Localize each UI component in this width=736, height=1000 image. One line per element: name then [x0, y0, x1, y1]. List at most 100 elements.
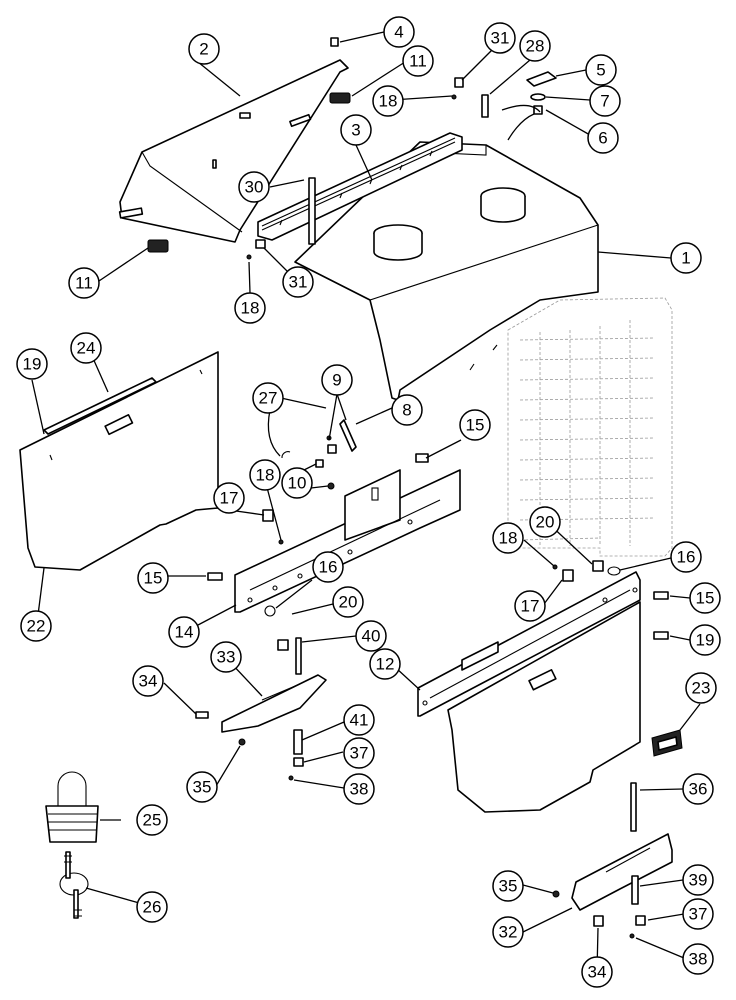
- small-hardware-top: [246, 37, 557, 260]
- clip-23: [651, 729, 683, 757]
- svg-text:10: 10: [288, 474, 307, 493]
- callout-31-bottom: 31: [282, 266, 314, 298]
- callout-6: 6: [587, 122, 619, 154]
- callout-38-left: 38: [343, 773, 375, 805]
- svg-text:17: 17: [521, 597, 540, 616]
- callout-36: 36: [682, 773, 714, 805]
- svg-text:32: 32: [499, 923, 518, 942]
- svg-text:38: 38: [350, 780, 369, 799]
- callout-33: 33: [210, 641, 242, 673]
- callout-37-left: 37: [343, 737, 375, 769]
- callout-35-left: 35: [186, 771, 218, 803]
- callout-17-left: 17: [213, 482, 245, 514]
- callout-37-right: 37: [682, 898, 714, 930]
- callout-41: 41: [343, 704, 375, 736]
- callout-23: 23: [685, 672, 717, 704]
- svg-text:12: 12: [376, 655, 395, 674]
- callout-14: 14: [168, 616, 200, 648]
- callout-4: 4: [383, 16, 415, 48]
- callout-32: 32: [492, 916, 524, 948]
- svg-text:37: 37: [689, 905, 708, 924]
- svg-text:24: 24: [77, 339, 96, 358]
- svg-text:9: 9: [332, 371, 341, 390]
- mount-rail-left: [234, 469, 461, 613]
- svg-text:15: 15: [144, 569, 163, 588]
- svg-text:28: 28: [526, 37, 545, 56]
- side-panel-right: [447, 601, 641, 813]
- svg-text:31: 31: [491, 29, 510, 48]
- svg-text:41: 41: [350, 711, 369, 730]
- svg-text:16: 16: [677, 548, 696, 567]
- callout-35-right: 35: [492, 870, 524, 902]
- latch-clip-bottom: [147, 239, 169, 253]
- svg-text:27: 27: [259, 389, 278, 408]
- svg-text:17: 17: [220, 489, 239, 508]
- callout-12: 12: [369, 648, 401, 680]
- callout-26: 26: [136, 891, 168, 923]
- svg-text:11: 11: [409, 52, 427, 71]
- bracket-right: [552, 782, 673, 939]
- svg-text:15: 15: [466, 416, 485, 435]
- svg-text:18: 18: [379, 92, 398, 111]
- svg-text:6: 6: [598, 129, 607, 148]
- svg-text:20: 20: [339, 593, 358, 612]
- svg-text:14: 14: [175, 623, 194, 642]
- callout-1: 1: [670, 242, 702, 274]
- svg-text:20: 20: [536, 513, 555, 532]
- svg-text:39: 39: [689, 871, 708, 890]
- callout-15-left: 15: [137, 562, 169, 594]
- svg-text:15: 15: [696, 589, 715, 608]
- callout-16-left: 16: [312, 551, 344, 583]
- callout-30: 30: [238, 171, 270, 203]
- svg-text:33: 33: [217, 648, 236, 667]
- callout-25: 25: [136, 804, 168, 836]
- callout-19-right: 19: [689, 624, 721, 656]
- side-panel-top: [118, 59, 349, 243]
- callout-18-upper-left: 18: [234, 292, 266, 324]
- keys-26: [59, 851, 89, 919]
- callout-5: 5: [585, 54, 617, 86]
- svg-text:16: 16: [319, 558, 338, 577]
- callout-39: 39: [682, 864, 714, 896]
- svg-text:23: 23: [692, 679, 711, 698]
- callout-17-right: 17: [514, 590, 546, 622]
- callout-20-left: 20: [332, 586, 364, 618]
- svg-text:19: 19: [23, 355, 42, 374]
- svg-text:36: 36: [689, 780, 708, 799]
- callout-11-top: 11: [402, 45, 434, 77]
- callout-16-right: 16: [670, 541, 702, 573]
- callout-18-right: 18: [492, 522, 524, 554]
- svg-text:18: 18: [241, 299, 260, 318]
- hood-part: [294, 141, 599, 401]
- svg-text:18: 18: [256, 466, 275, 485]
- callout-7: 7: [589, 85, 621, 117]
- svg-text:35: 35: [193, 778, 212, 797]
- callout-27: 27: [252, 382, 284, 414]
- padlock-25: [45, 771, 99, 843]
- svg-text:18: 18: [499, 529, 518, 548]
- callout-24: 24: [70, 332, 102, 364]
- callout-20-right: 20: [529, 506, 561, 538]
- callout-15-mid: 15: [459, 409, 491, 441]
- parts-drawing: [19, 37, 683, 939]
- callout-19-left: 19: [16, 348, 48, 380]
- svg-text:2: 2: [199, 40, 208, 59]
- callout-10: 10: [281, 467, 313, 499]
- svg-text:30: 30: [245, 178, 264, 197]
- callout-34-right: 34: [581, 956, 613, 988]
- bracket-left: [195, 674, 327, 781]
- callout-3: 3: [340, 114, 372, 146]
- callout-22: 22: [20, 610, 52, 642]
- svg-text:35: 35: [499, 877, 518, 896]
- latch-clip-top: [329, 92, 351, 104]
- svg-text:4: 4: [394, 23, 403, 42]
- svg-text:7: 7: [600, 92, 609, 111]
- callout-31-top: 31: [484, 22, 516, 54]
- callout-9: 9: [321, 364, 353, 396]
- callout-34-left: 34: [132, 665, 164, 697]
- side-panel-left: [19, 351, 219, 571]
- svg-text:3: 3: [351, 121, 360, 140]
- callout-15-right: 15: [689, 582, 721, 614]
- callout-18-top: 18: [372, 85, 404, 117]
